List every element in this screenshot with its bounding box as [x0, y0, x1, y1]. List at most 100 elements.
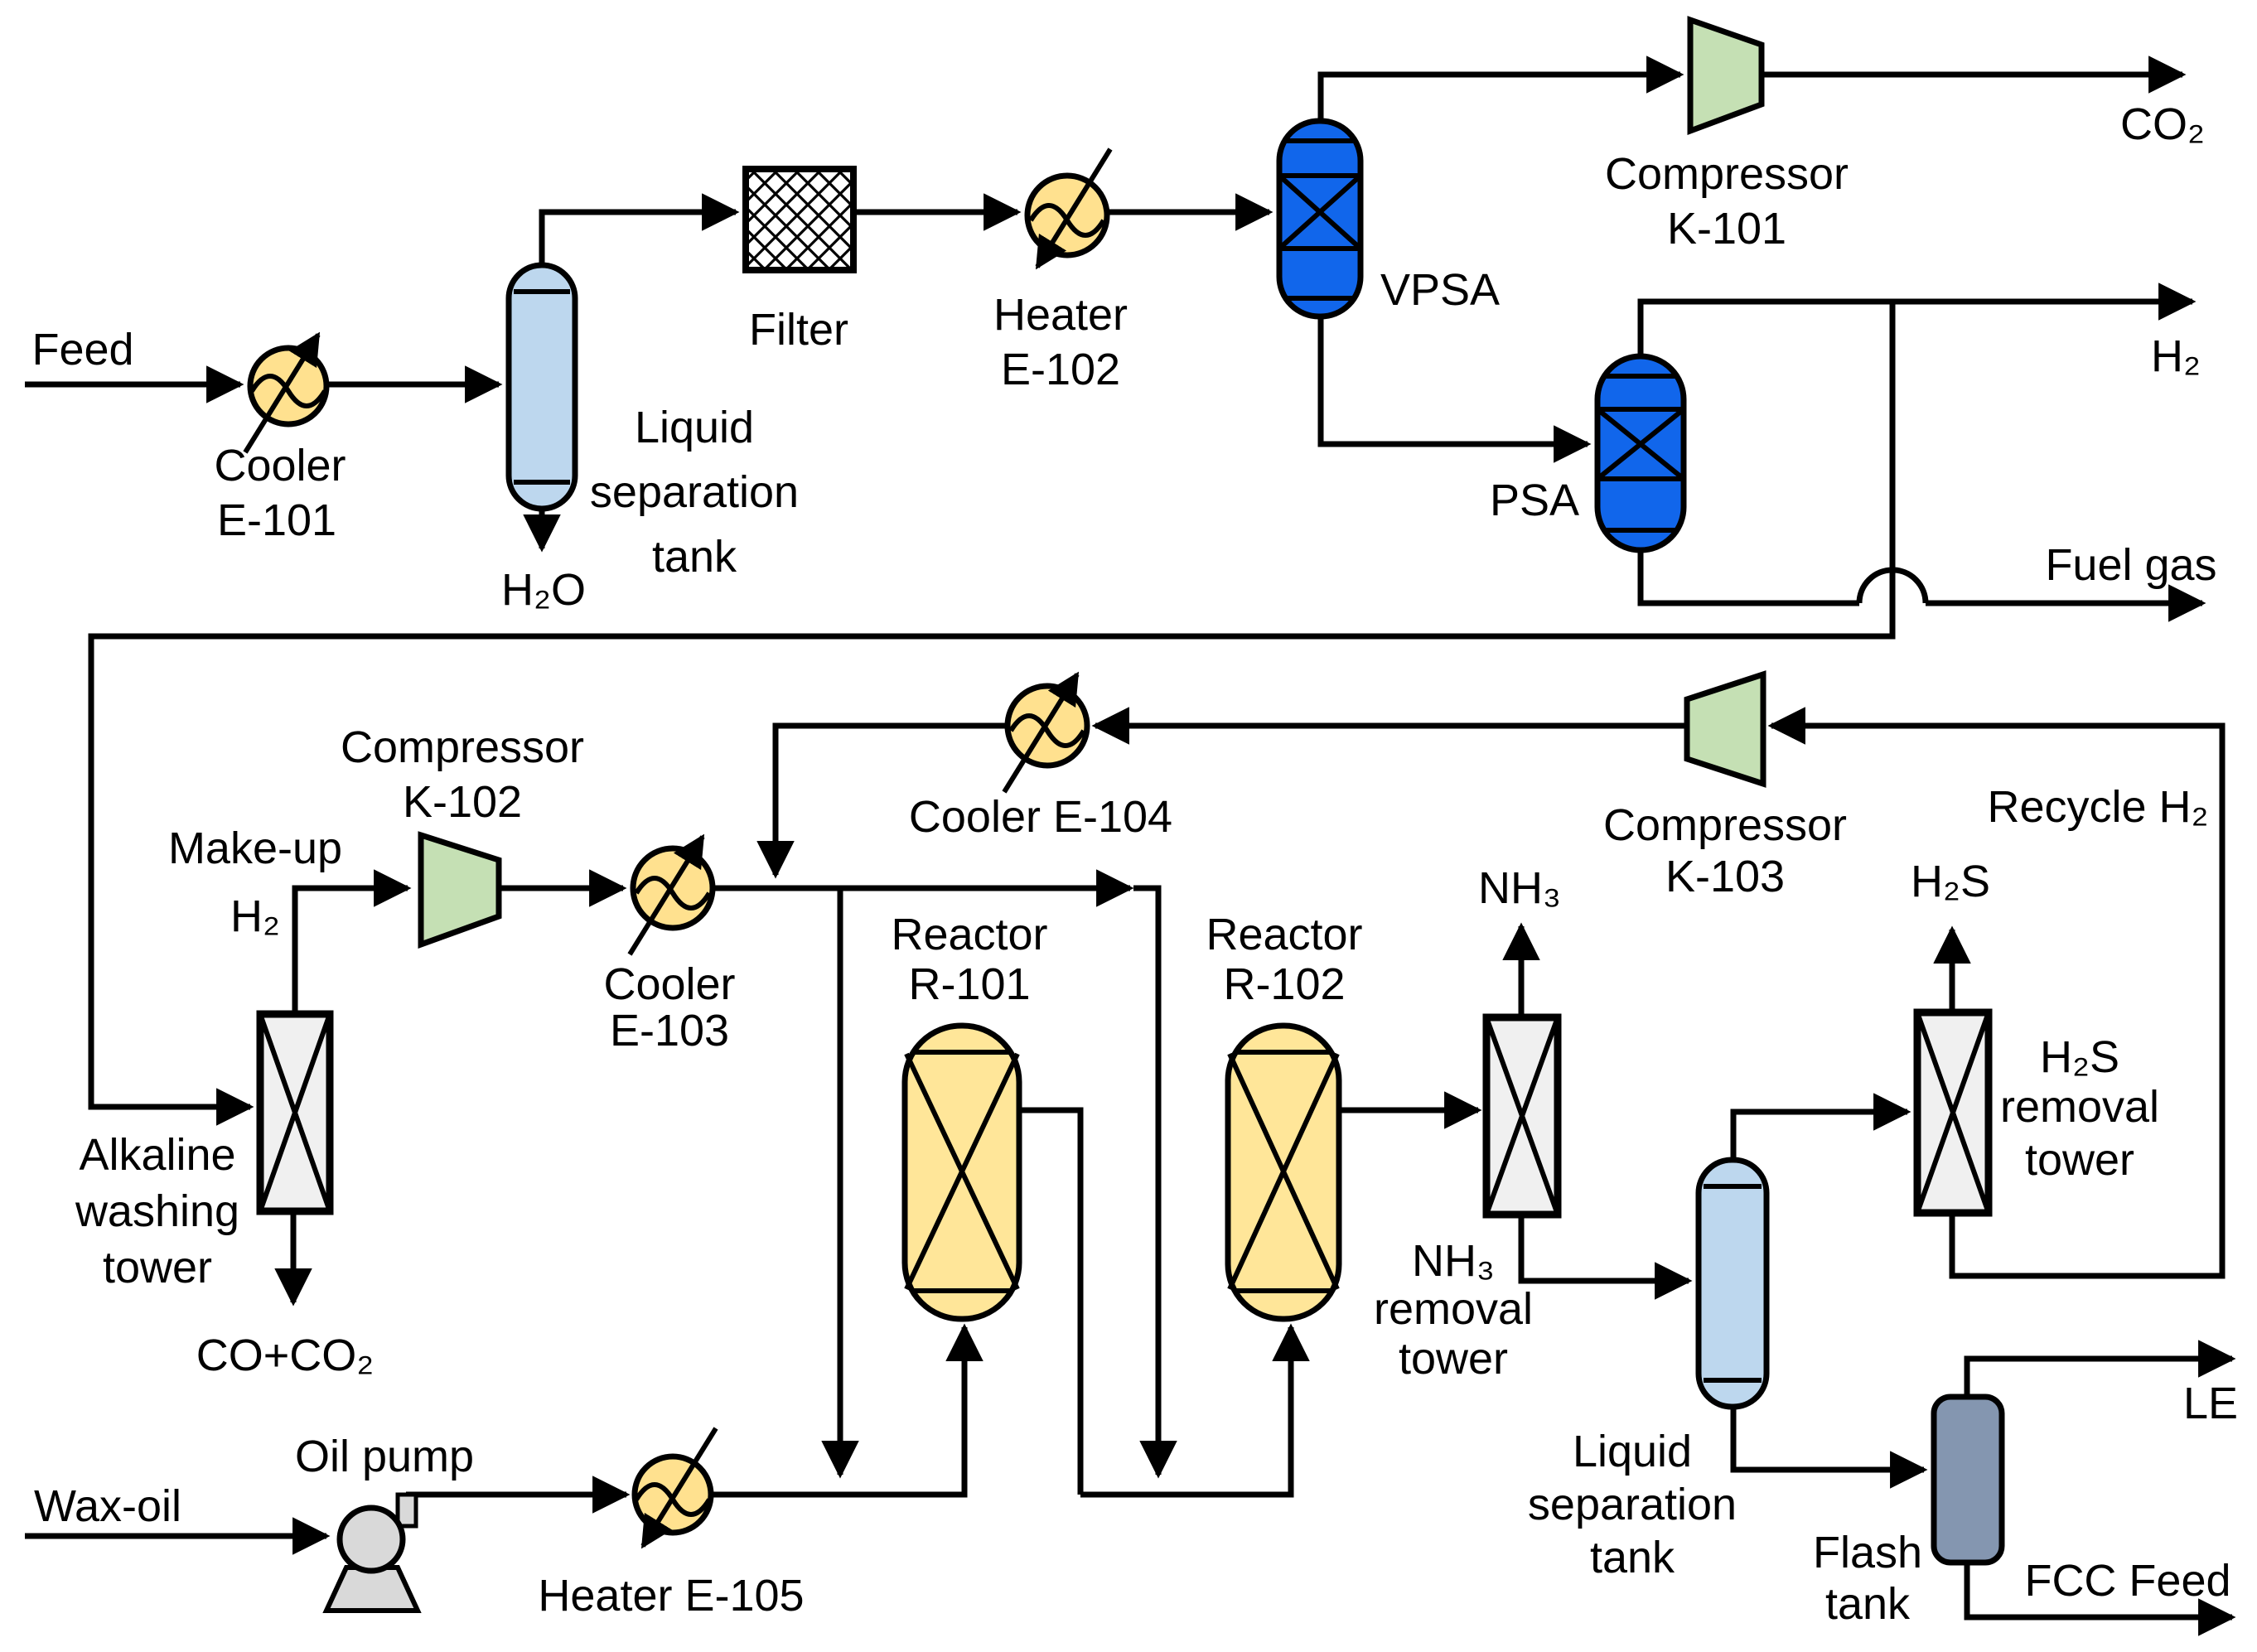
filter-label: Filter — [749, 305, 848, 355]
compressor-k101-label-line2: K-101 — [1667, 204, 1786, 254]
vessel-seams — [911, 1050, 1013, 1293]
co2-label: CO₂ — [2120, 99, 2205, 149]
pipes — [25, 56, 2236, 1636]
packing-x-icon — [258, 1013, 332, 1212]
cooler-e104-symbol — [1002, 671, 1090, 794]
flash-tank-label-line2: tank — [1825, 1579, 1911, 1629]
heater-e102-symbol — [1024, 147, 1113, 270]
makeup-h2-label-line2: H₂ — [230, 891, 280, 941]
packing-x-icon — [1484, 1016, 1560, 1216]
compressor-k101-icon — [1687, 16, 1765, 136]
tank1-label-line2: separation — [590, 467, 799, 517]
compressor-k103-label-line2: K-103 — [1665, 852, 1785, 901]
cooler-duty-arrow-icon — [243, 331, 321, 454]
e104-outlet-line — [756, 722, 1008, 879]
psa-symbol — [1594, 353, 1687, 553]
alkaline-tower-label-line2: washing — [75, 1186, 239, 1236]
packing-x-icon — [1915, 1011, 1991, 1215]
alkaline-tower-label-line3: tower — [103, 1243, 212, 1292]
nh3-tower-label-line2: removal — [1374, 1284, 1533, 1334]
reactor-r101-symbol — [901, 1022, 1022, 1322]
nh3-stream-label: NH₃ — [1478, 863, 1561, 913]
flash-tank-label-line1: Flash — [1813, 1528, 1922, 1577]
compressor-k102-icon — [418, 831, 502, 949]
liquid-separation-tank2-symbol — [1695, 1157, 1770, 1410]
alkaline-tower-label-line1: Alkaline — [79, 1130, 235, 1180]
tank2-to-flash-line — [1730, 1407, 1928, 1489]
r101-effluent-line — [1019, 1107, 1084, 1495]
separator-vessel-icon — [1695, 1157, 1770, 1410]
recycle-h2-line — [1767, 707, 2226, 1279]
cooler-e101-label-line2: E-101 — [217, 495, 336, 545]
packing-x-icon — [1277, 173, 1363, 251]
reactor-r101-label-line1: Reactor — [891, 910, 1047, 959]
fuel-gas-label: Fuel gas — [2045, 540, 2216, 590]
oil-pump-label: Oil pump — [295, 1432, 474, 1481]
wax-oil-label: Wax-oil — [34, 1481, 181, 1531]
cooler-e101-label-line1: Cooler — [214, 441, 346, 490]
feed-label: Feed — [31, 325, 133, 374]
cooler-duty-arrow-icon — [627, 833, 705, 956]
makeup-h2-label-line1: Make-up — [168, 824, 342, 873]
compressor-k103-icon — [1684, 670, 1766, 788]
cooler-e104-label: Cooler E-104 — [909, 792, 1172, 842]
tank2-label-line3: tank — [1590, 1533, 1675, 1582]
exchanger-wave-icon — [249, 374, 327, 408]
cooler-e101-symbol — [243, 331, 330, 454]
fuel-gas-line-left — [1637, 550, 1859, 606]
h2s-stream-label: H₂S — [1911, 857, 1990, 906]
cooler-e103-symbol — [627, 833, 716, 956]
vessel-seams — [1704, 1184, 1762, 1383]
h2s-removal-tower-symbol — [1913, 1008, 1993, 1217]
le-line — [1964, 1340, 2236, 1397]
liquid-separation-tank1-symbol — [505, 262, 578, 512]
heater-e102-label-line1: Heater — [993, 290, 1128, 340]
psa-vessel-icon — [1594, 353, 1687, 553]
heater-duty-arrow-icon — [640, 1427, 718, 1549]
nh3-tower-label-line3: tower — [1399, 1334, 1508, 1384]
packing-x-icon — [1596, 407, 1685, 481]
oil-to-r101-line — [711, 1323, 984, 1498]
catalyst-x-icon — [904, 1052, 1020, 1291]
cooler-e103-label-line1: Cooler — [603, 959, 735, 1009]
pump-discharge-nozzle — [395, 1492, 418, 1529]
vessel-seams — [1235, 1050, 1332, 1293]
nh3-tower-label-line1: NH₃ — [1412, 1236, 1495, 1286]
reactor-r102-symbol — [1225, 1022, 1342, 1322]
r102-quench-downcomer — [1133, 885, 1177, 1479]
vessel-seams — [1597, 374, 1684, 533]
le-label: LE — [2183, 1379, 2238, 1428]
h2-label: H₂ — [2151, 331, 2201, 381]
vessel-seams — [514, 289, 570, 485]
tank1-to-filter-line — [539, 193, 740, 265]
oil-pump-symbol — [322, 1492, 422, 1613]
alkaline-washing-tower-symbol — [256, 1010, 334, 1215]
co-co2-label: CO+CO₂ — [196, 1331, 375, 1380]
nh3-tower-to-tank2-line — [1518, 1215, 1693, 1300]
compressor-k102-label-line1: Compressor — [341, 722, 584, 772]
recycle-h2-label: Recycle H₂ — [1987, 782, 2208, 832]
reactor-r102-label-line2: R-102 — [1223, 959, 1345, 1009]
reactor-r102-label-line1: Reactor — [1206, 910, 1362, 959]
exchanger-wave-icon — [1008, 713, 1086, 748]
r102-feed-riser — [1080, 1323, 1310, 1498]
vpsa-to-k101-line — [1317, 56, 1684, 121]
h2-product-line — [1637, 283, 2197, 356]
psa-label: PSA — [1490, 476, 1579, 525]
labels: Feed Cooler E-101 Liquid separation tank… — [31, 99, 2238, 1629]
h2s-tower-label-line1: H₂S — [2040, 1032, 2119, 1082]
reactor-r101-label-line2: R-101 — [908, 959, 1030, 1009]
filter-symbol — [742, 166, 857, 273]
pump-casing-icon — [336, 1505, 406, 1574]
vpsa-vessel-icon — [1276, 118, 1364, 320]
vessel-seams — [1279, 138, 1360, 301]
vpsa-label: VPSA — [1380, 265, 1500, 315]
fcc-feed-label: FCC Feed — [2024, 1556, 2230, 1606]
cooler-duty-arrow-icon — [1002, 671, 1080, 794]
vpsa-to-psa-line — [1317, 316, 1592, 463]
tank2-label-line2: separation — [1528, 1480, 1737, 1529]
cooler-e103-label-line2: E-103 — [610, 1006, 729, 1055]
h2-to-alkaline-tower-line — [88, 302, 1896, 1126]
tank1-label-line3: tank — [652, 532, 737, 582]
separator-vessel-icon — [505, 262, 578, 512]
